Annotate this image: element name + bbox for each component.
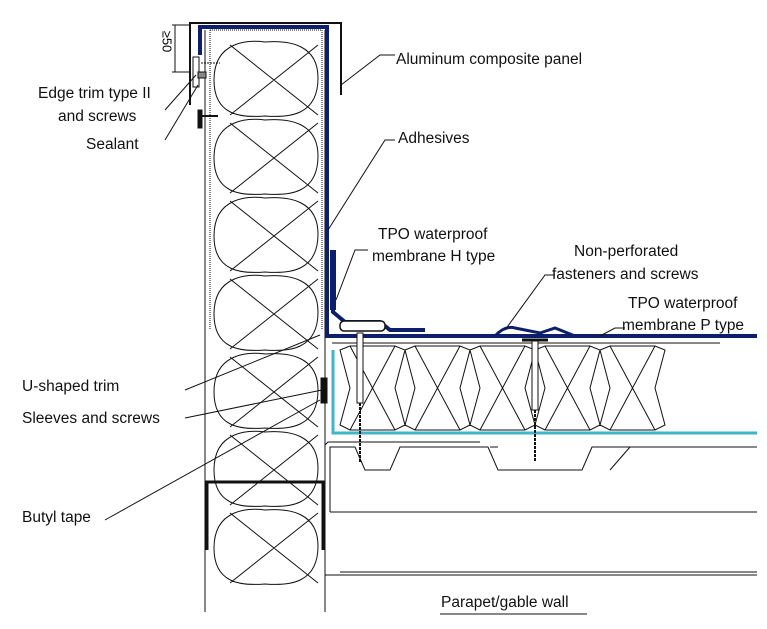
label-butyl: Butyl tape [22,509,91,526]
label-adhesives: Adhesives [398,130,470,147]
label-edge-trim-1: Edge trim type II [38,85,151,102]
label-sealant: Sealant [86,136,139,153]
roof-insulation-board [332,342,720,433]
fastener-left [339,320,386,462]
edge-trim [192,56,220,129]
dimension-line [172,24,190,73]
vapor-barrier [331,350,757,435]
dimension-label: ≥50 [159,30,175,53]
fastener-right [522,338,548,462]
label-tpo-h-1: TPO waterproof [378,226,488,243]
label-tpo-p-1: TPO waterproof [628,295,738,312]
wall-insulation [213,40,319,585]
label-sleeves: Sleeves and screws [22,410,160,427]
u-shaped-trim-lower [205,480,325,550]
label-aluminum-panel: Aluminum composite panel [396,51,583,68]
label-fasteners-1: Non-perforated [574,243,679,260]
aluminum-composite-panel [189,22,342,105]
label-fasteners-2: fasteners and screws [552,266,699,283]
label-tpo-h-2: membrane H type [372,248,496,265]
label-edge-trim-2: and screws [58,108,137,125]
membrane-h-flap [330,250,336,310]
steel-deck [324,441,757,576]
tpo-membrane [198,25,757,338]
leader-lines [104,54,625,615]
label-tpo-p-2: membrane P type [622,317,745,334]
drawing-title: Parapet/gable wall [441,594,569,611]
label-u-trim: U-shaped trim [22,378,120,395]
